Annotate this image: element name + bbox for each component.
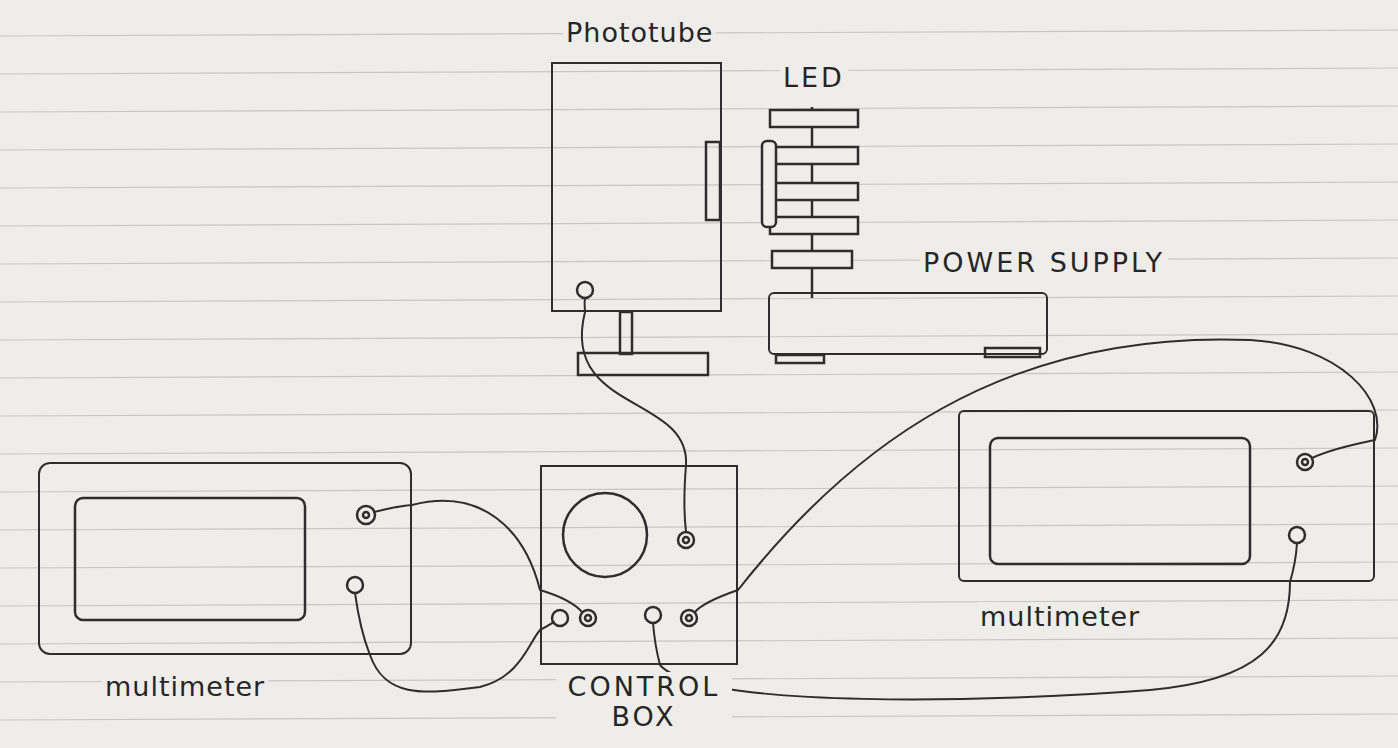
wire (738, 339, 1377, 590)
part-label: multimeter (977, 602, 1143, 632)
wire (412, 501, 540, 590)
phototube-box: Phototube (551, 62, 722, 312)
part-label: Phototube (563, 18, 716, 48)
part-label: POWER SUPPLY (920, 248, 1168, 278)
terminals (347, 282, 1313, 626)
phototube-base (578, 353, 708, 375)
part-label: multimeter (102, 672, 268, 702)
part-label: CONTROL BOX (556, 672, 732, 732)
meter-screen (990, 438, 1250, 564)
wire (660, 582, 1290, 699)
power-supply-box: POWER SUPPLY (768, 292, 1048, 355)
part-label: LED (780, 63, 848, 93)
phototube-stem (620, 312, 632, 354)
led-outline (760, 105, 862, 300)
control-knob (563, 493, 647, 577)
meter-screen (75, 498, 305, 620)
supply-foot (776, 355, 824, 363)
supply-foot (985, 348, 1040, 357)
multimeter-box: multimeter (958, 410, 1375, 582)
led-stack: LED (760, 105, 862, 300)
control-box: CONTROL BOX (540, 465, 738, 665)
multimeter-box: multimeter (38, 462, 412, 655)
wire (582, 312, 686, 465)
wire (370, 630, 540, 692)
phototube-window (706, 142, 720, 220)
